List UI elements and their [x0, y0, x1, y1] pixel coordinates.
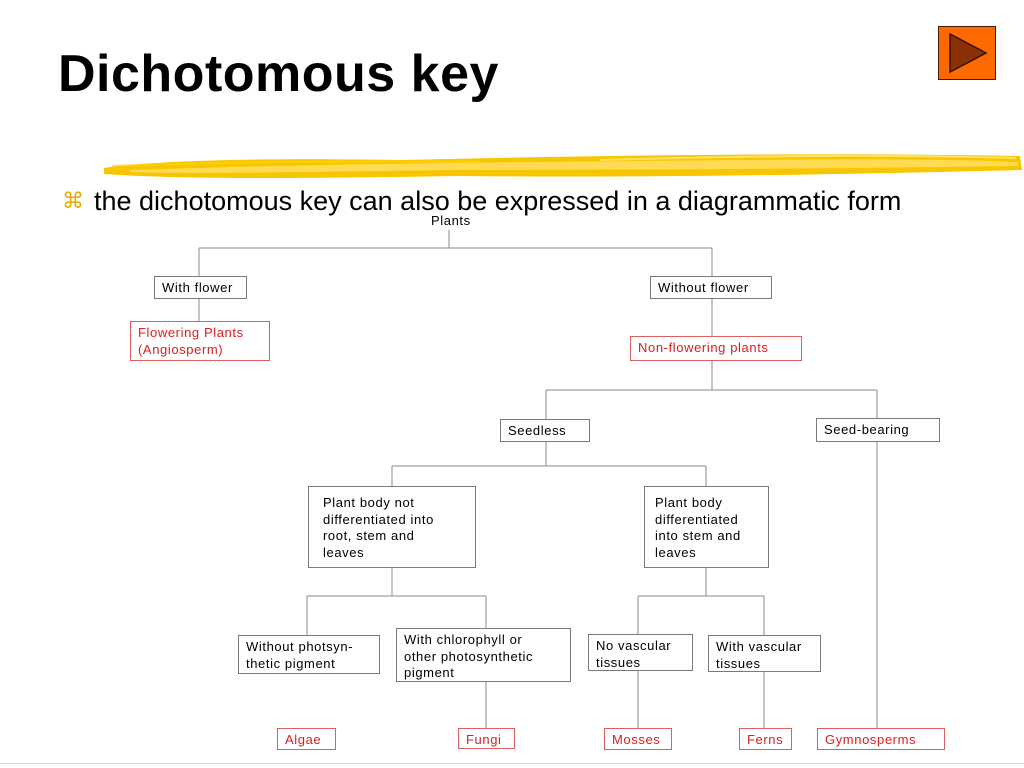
node-line: tissues — [596, 654, 641, 670]
node-non-flowering-plants: Non-flowering plants — [630, 336, 802, 361]
node-line: other photosynthetic — [404, 648, 534, 664]
node-line: into stem and — [655, 528, 741, 543]
next-slide-button[interactable] — [938, 26, 996, 80]
node-ferns: Ferns — [739, 728, 792, 750]
node-flowering-plants: Flowering Plants (Angiosperm) — [130, 321, 270, 361]
node-plants: Plants — [431, 213, 471, 228]
node-line: With vascular — [716, 639, 802, 654]
node-differentiated: Plant body differentiated into stem and … — [644, 486, 769, 568]
node-line: differentiated — [655, 511, 739, 527]
node-line: differentiated into — [323, 511, 434, 527]
node-with-chlorophyll: With chlorophyll or other photosynthetic… — [396, 628, 571, 682]
bullet-point: ⌘ the dichotomous key can also be express… — [62, 186, 901, 217]
node-fungi: Fungi — [458, 728, 515, 749]
bottom-divider — [0, 763, 1024, 764]
command-icon: ⌘ — [62, 188, 84, 213]
node-with-flower: With flower — [154, 276, 247, 299]
node-line: No vascular — [596, 638, 672, 653]
node-line: root, stem and — [323, 528, 415, 543]
node-line: Plant body — [655, 495, 723, 510]
node-line: pigment — [404, 665, 455, 680]
yellow-brush-divider — [104, 154, 1022, 178]
node-line: Without photsyn- — [246, 639, 354, 654]
node-without-flower: Without flower — [650, 276, 772, 299]
node-line: (Angiosperm) — [138, 341, 224, 357]
node-seedless: Seedless — [500, 419, 590, 442]
node-seed-bearing: Seed-bearing — [816, 418, 940, 442]
node-mosses: Mosses — [604, 728, 672, 750]
node-line: leaves — [323, 544, 365, 560]
play-triangle-icon — [949, 32, 988, 74]
node-gymnosperms: Gymnosperms — [817, 728, 945, 750]
node-algae: Algae — [277, 728, 336, 750]
node-line: With chlorophyll or — [404, 632, 523, 647]
node-line: leaves — [655, 544, 697, 560]
node-line: tissues — [716, 655, 761, 671]
node-without-pigment: Without photsyn- thetic pigment — [238, 635, 380, 674]
node-line: Plant body not — [323, 495, 415, 510]
node-line: Flowering Plants — [138, 325, 244, 340]
node-line: thetic pigment — [246, 655, 336, 671]
node-with-vascular: With vascular tissues — [708, 635, 821, 672]
bullet-text: the dichotomous key can also be expresse… — [94, 186, 902, 216]
node-no-vascular: No vascular tissues — [588, 634, 693, 671]
node-not-differentiated: Plant body not differentiated into root,… — [308, 486, 476, 568]
slide-title: Dichotomous key — [58, 45, 499, 103]
